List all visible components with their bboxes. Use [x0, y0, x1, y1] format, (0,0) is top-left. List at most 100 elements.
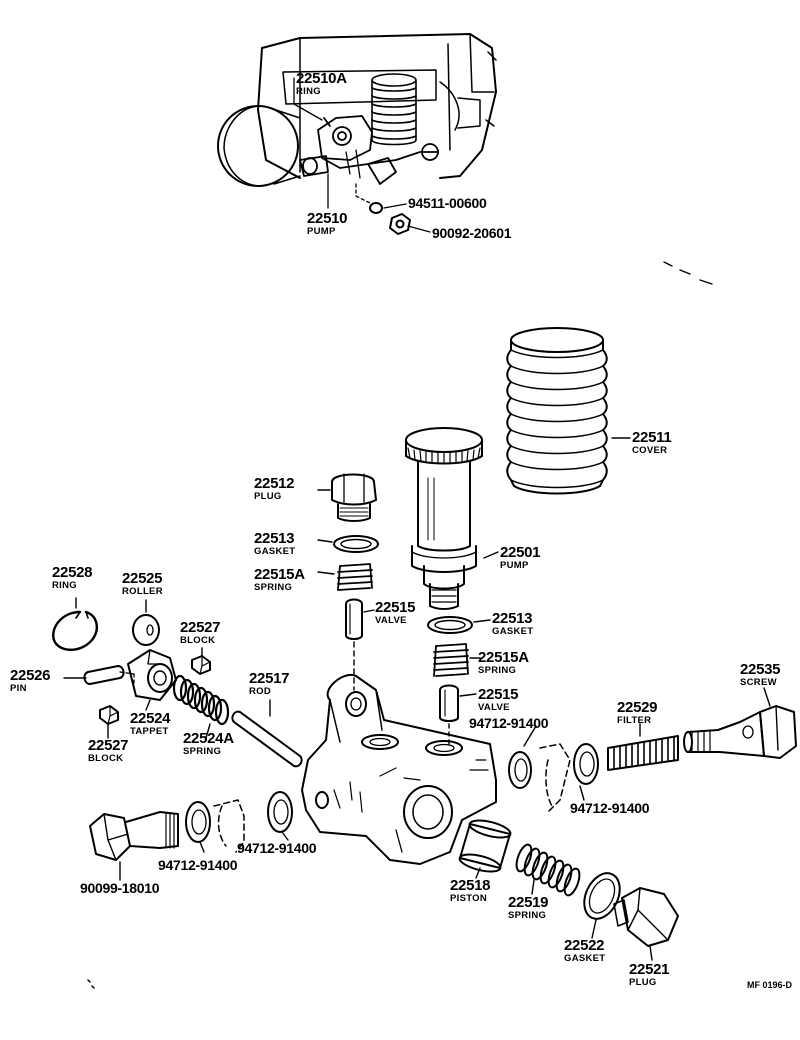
screw-22535 [683, 705, 797, 759]
part-name: SPRING [508, 910, 547, 921]
label-22526: 22526 PIN [10, 667, 51, 694]
block-22527-lower [99, 705, 119, 725]
part-name: PLUG [629, 977, 657, 988]
washer-94712-right-upper [508, 751, 532, 789]
label-22512: 22512 PLUG [254, 475, 295, 502]
part-number: 22513 [254, 530, 295, 547]
nut-90092 [389, 213, 411, 235]
label-22511: 22511 COVER [632, 429, 672, 456]
label-22524A: 22524A SPRING [183, 731, 234, 757]
label-22528: 22528 RING [52, 565, 93, 591]
code-94511-00600: 94511-00600 [408, 195, 487, 211]
part-name: SCREW [740, 677, 777, 688]
part-number: 22515A [478, 649, 529, 666]
block-22527-upper [191, 655, 211, 675]
part-number: 22535 [740, 661, 781, 678]
part-number: 22518 [450, 877, 491, 894]
top-bellows-cover [371, 73, 417, 146]
plug-22512 [331, 473, 377, 522]
label-22515-lower: 22515 VALVE [478, 686, 519, 713]
label-22525: 22525 ROLLER [122, 571, 163, 597]
label-22513-lower: 22513 GASKET [492, 611, 533, 637]
ring-22528 [52, 610, 98, 651]
label-22521: 22521 PLUG [629, 962, 670, 988]
pump-housing [301, 673, 497, 865]
label-22513-upper: 22513 GASKET [254, 531, 295, 557]
code-94712-91400-c: 94712-91400 [237, 840, 317, 856]
label-22515-upper: 22515 VALVE [375, 599, 416, 626]
label-22510: 22510 PUMP [307, 210, 348, 237]
valve-22515-upper [345, 598, 363, 691]
part-number: 22524A [183, 730, 234, 747]
part-number: 22501 [500, 544, 541, 561]
part-number: 22515 [375, 599, 416, 616]
label-22524: 22524 TAPPET [130, 710, 171, 737]
part-number: 22529 [617, 699, 658, 716]
label-22527-upper: 22527 BLOCK [180, 619, 221, 646]
part-number: 22513 [492, 610, 533, 627]
pin-22526 [83, 665, 125, 685]
pump-cylinder-22501 [405, 427, 483, 610]
bolt-90099 [89, 811, 179, 861]
part-name: PISTON [450, 893, 487, 904]
part-name: SPRING [254, 582, 293, 593]
part-name: PUMP [500, 560, 529, 571]
part-name: PLUG [254, 491, 282, 502]
label-22527-lower: 22527 BLOCK [88, 737, 129, 764]
part-name: TAPPET [130, 726, 169, 737]
label-22515A-upper: 22515A SPRING [254, 567, 305, 593]
part-number: 22524 [130, 710, 171, 727]
roller-22525 [132, 614, 160, 646]
part-number: 22519 [508, 894, 549, 911]
spring-22515A-lower [433, 643, 469, 677]
part-name: GASKET [254, 546, 296, 557]
part-number: 22526 [10, 667, 51, 684]
part-name: ROLLER [122, 586, 163, 597]
part-number: 22515 [478, 686, 519, 703]
part-number: 22527 [180, 619, 221, 636]
part-number: 22522 [564, 937, 605, 954]
label-22517: 22517 ROD [249, 670, 290, 697]
spring-22519 [515, 843, 581, 897]
gasket-22513-upper [333, 535, 379, 553]
part-name: SPRING [183, 746, 222, 757]
piston-22518 [458, 819, 512, 873]
part-number: 22515A [254, 566, 305, 583]
filter-22529 [607, 735, 679, 771]
label-22501: 22501 PUMP [500, 544, 541, 571]
part-name: BLOCK [88, 753, 124, 764]
bellows-cover-22511 [506, 327, 608, 495]
part-name: GASKET [492, 626, 534, 637]
part-number: 22510A [296, 70, 347, 87]
label-22535: 22535 SCREW [740, 661, 781, 688]
part-name: PUMP [307, 226, 336, 237]
part-name: COVER [632, 445, 668, 456]
label-22518: 22518 PISTON [450, 877, 491, 904]
washer-94712-right-lower [573, 743, 599, 785]
spring-22515A-upper [337, 563, 373, 591]
label-22529: 22529 FILTER [617, 699, 658, 726]
part-number: 22517 [249, 670, 290, 687]
label-22510A: 22510A RING [296, 71, 347, 97]
label-22519: 22519 SPRING [508, 894, 549, 921]
washer-94511 [369, 202, 383, 214]
part-number: 22511 [632, 429, 672, 446]
part-number: 22512 [254, 475, 295, 492]
part-number: 22525 [122, 570, 163, 587]
mounted-feed-pump [299, 115, 439, 185]
spring-22524A [172, 674, 230, 726]
tappet-22524 [119, 649, 177, 701]
part-number: 22527 [88, 737, 129, 754]
gasket-22513-lower [427, 616, 473, 634]
code-90099-18010: 90099-18010 [80, 880, 160, 896]
part-name: VALVE [478, 702, 510, 713]
part-name: BLOCK [180, 635, 216, 646]
washer-94712-left [185, 801, 211, 843]
part-number: 22510 [307, 210, 348, 227]
gasket-22522 [583, 872, 621, 920]
washer-94712-center [267, 791, 293, 833]
part-name: FILTER [617, 715, 652, 726]
code-94712-91400-b: 94712-91400 [570, 800, 650, 816]
